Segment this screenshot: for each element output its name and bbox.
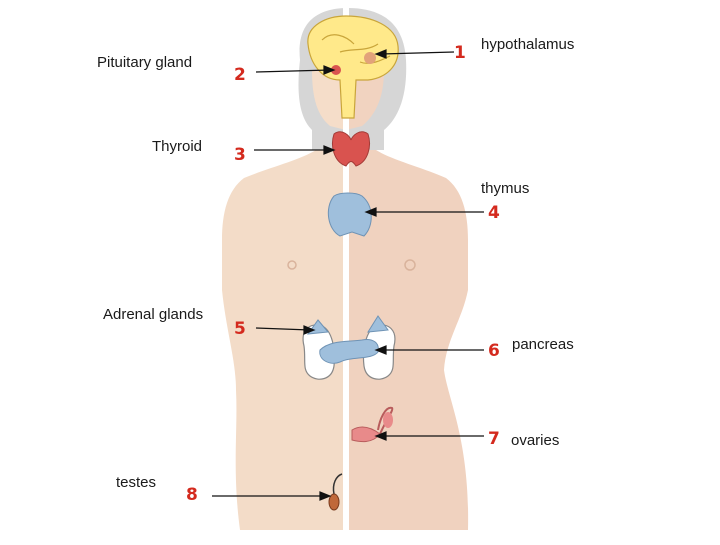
number-2: 2 xyxy=(234,65,246,85)
arrowhead-6 xyxy=(374,345,387,355)
number-6: 6 xyxy=(488,341,500,361)
label-ovaries: ovaries xyxy=(511,432,560,449)
arrow-2 xyxy=(255,69,331,73)
number-5: 5 xyxy=(234,319,246,339)
nipple-right xyxy=(404,259,416,271)
thymus-organ xyxy=(327,192,372,237)
kidney-right xyxy=(362,324,396,380)
label-adrenal: Adrenal glands xyxy=(103,306,204,323)
pituitary-organ xyxy=(331,65,341,75)
number-1: 1 xyxy=(454,43,466,63)
pancreas-organ xyxy=(319,339,379,364)
arrow-5 xyxy=(255,327,311,331)
brain-folds xyxy=(321,34,391,64)
label-thyroid: Thyroid xyxy=(152,138,203,155)
nipple-left xyxy=(287,260,297,270)
label-pituitary: Pituitary gland xyxy=(97,54,193,71)
testes-organ xyxy=(328,473,343,511)
label-hypothalamus: hypothalamus xyxy=(481,36,575,53)
label-thymus: thymus xyxy=(481,180,530,197)
testis xyxy=(328,493,340,511)
brain-shape xyxy=(307,15,399,119)
pointer-arrows xyxy=(212,49,484,501)
ovaries-organ xyxy=(351,406,394,443)
face-left xyxy=(312,70,346,130)
brain xyxy=(307,15,399,119)
number-7: 7 xyxy=(488,429,500,449)
label-testes: testes xyxy=(116,474,157,491)
thyroid-organ xyxy=(332,131,370,167)
arrowhead-8 xyxy=(319,491,332,501)
label-pancreas: pancreas xyxy=(512,336,574,353)
abdominal-organs xyxy=(302,315,396,380)
arrowhead-2 xyxy=(323,65,336,75)
testis-cord xyxy=(332,473,343,495)
adrenal-right xyxy=(367,315,389,333)
number-4: 4 xyxy=(488,203,500,223)
arrowhead-3 xyxy=(323,145,336,155)
arrowhead-4 xyxy=(364,207,377,217)
arrowhead-5 xyxy=(303,325,316,335)
hypothalamus-organ xyxy=(364,52,376,64)
arrowhead-1 xyxy=(374,49,387,59)
body-midline xyxy=(343,8,349,540)
number-3: 3 xyxy=(234,145,246,165)
kidney-left xyxy=(302,324,336,380)
torso-male-half xyxy=(222,150,346,530)
ovary xyxy=(383,412,393,428)
arrowhead-7 xyxy=(374,431,387,441)
number-8: 8 xyxy=(186,485,198,505)
arrow-1 xyxy=(379,51,455,55)
